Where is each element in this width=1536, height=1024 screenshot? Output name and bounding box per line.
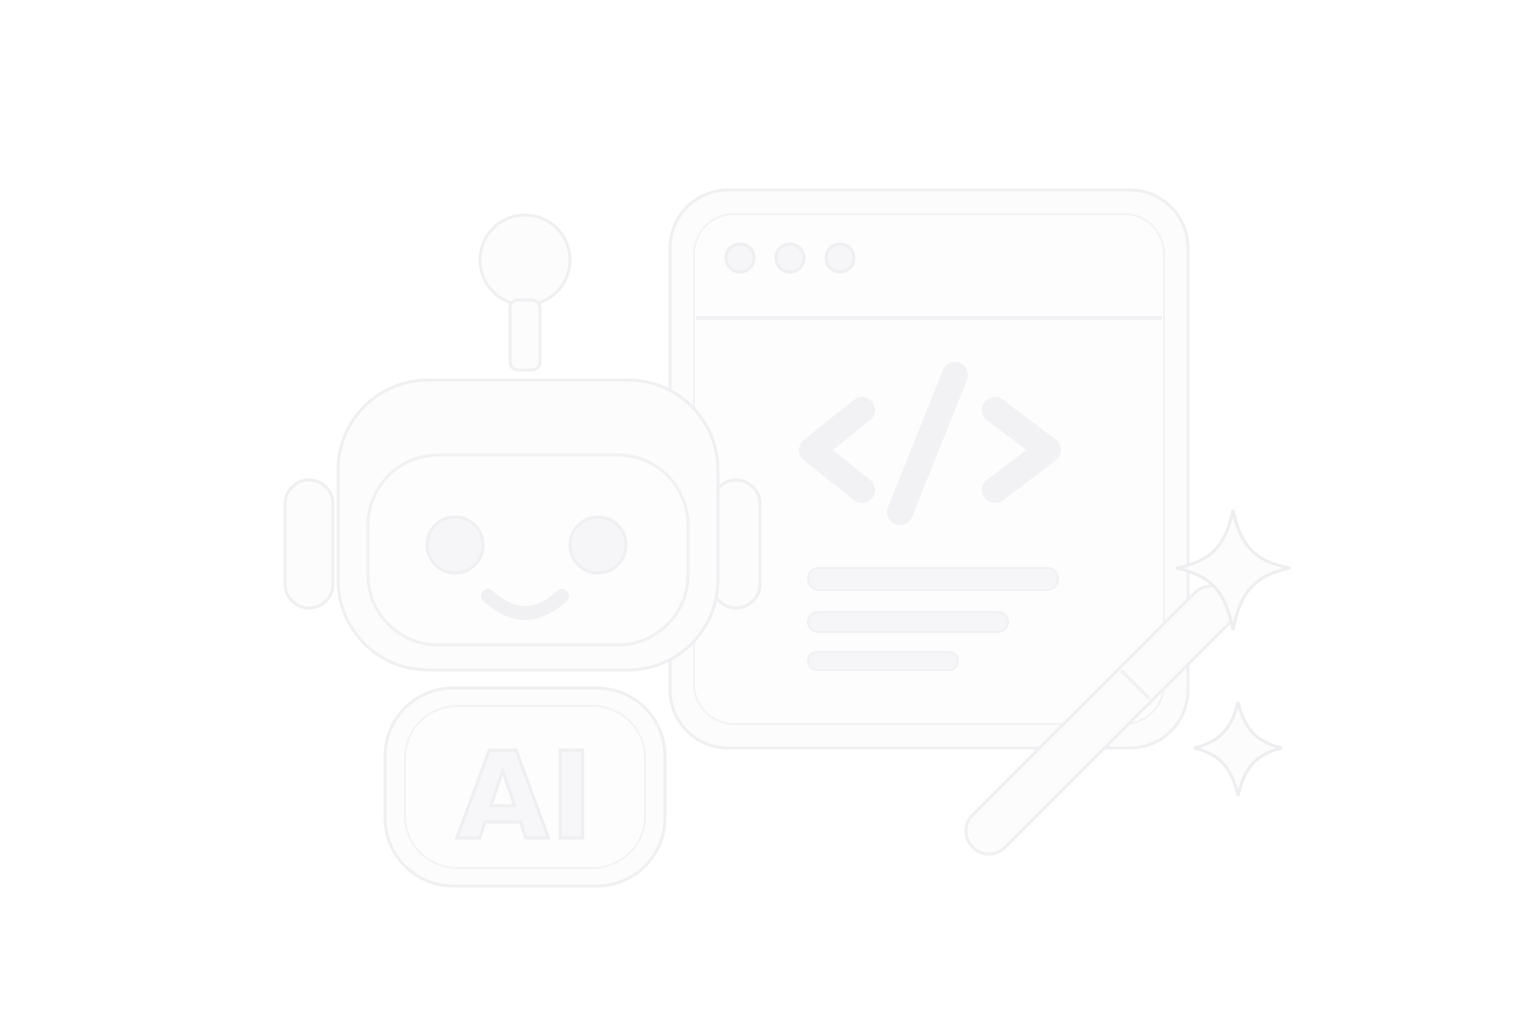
- robot-eye-icon: [568, 515, 628, 575]
- window-dot-icon: [724, 242, 756, 274]
- code-browser-window-icon: [668, 188, 1190, 750]
- window-dot-icon: [824, 242, 856, 274]
- sparkle-large-icon: [1175, 509, 1291, 631]
- ai-badge-label: AI: [456, 728, 594, 867]
- robot-antenna-icon: [478, 213, 572, 307]
- robot-eye-icon: [425, 515, 485, 575]
- code-brackets-icon: [799, 362, 1061, 525]
- robot-head-icon: [283, 213, 762, 672]
- window-dot-icon: [774, 242, 806, 274]
- sparkle-small-icon: [1193, 701, 1283, 797]
- ai-badge-icon: AI: [383, 686, 667, 888]
- robot-smile-icon: [481, 589, 569, 620]
- code-lines: [807, 567, 1059, 671]
